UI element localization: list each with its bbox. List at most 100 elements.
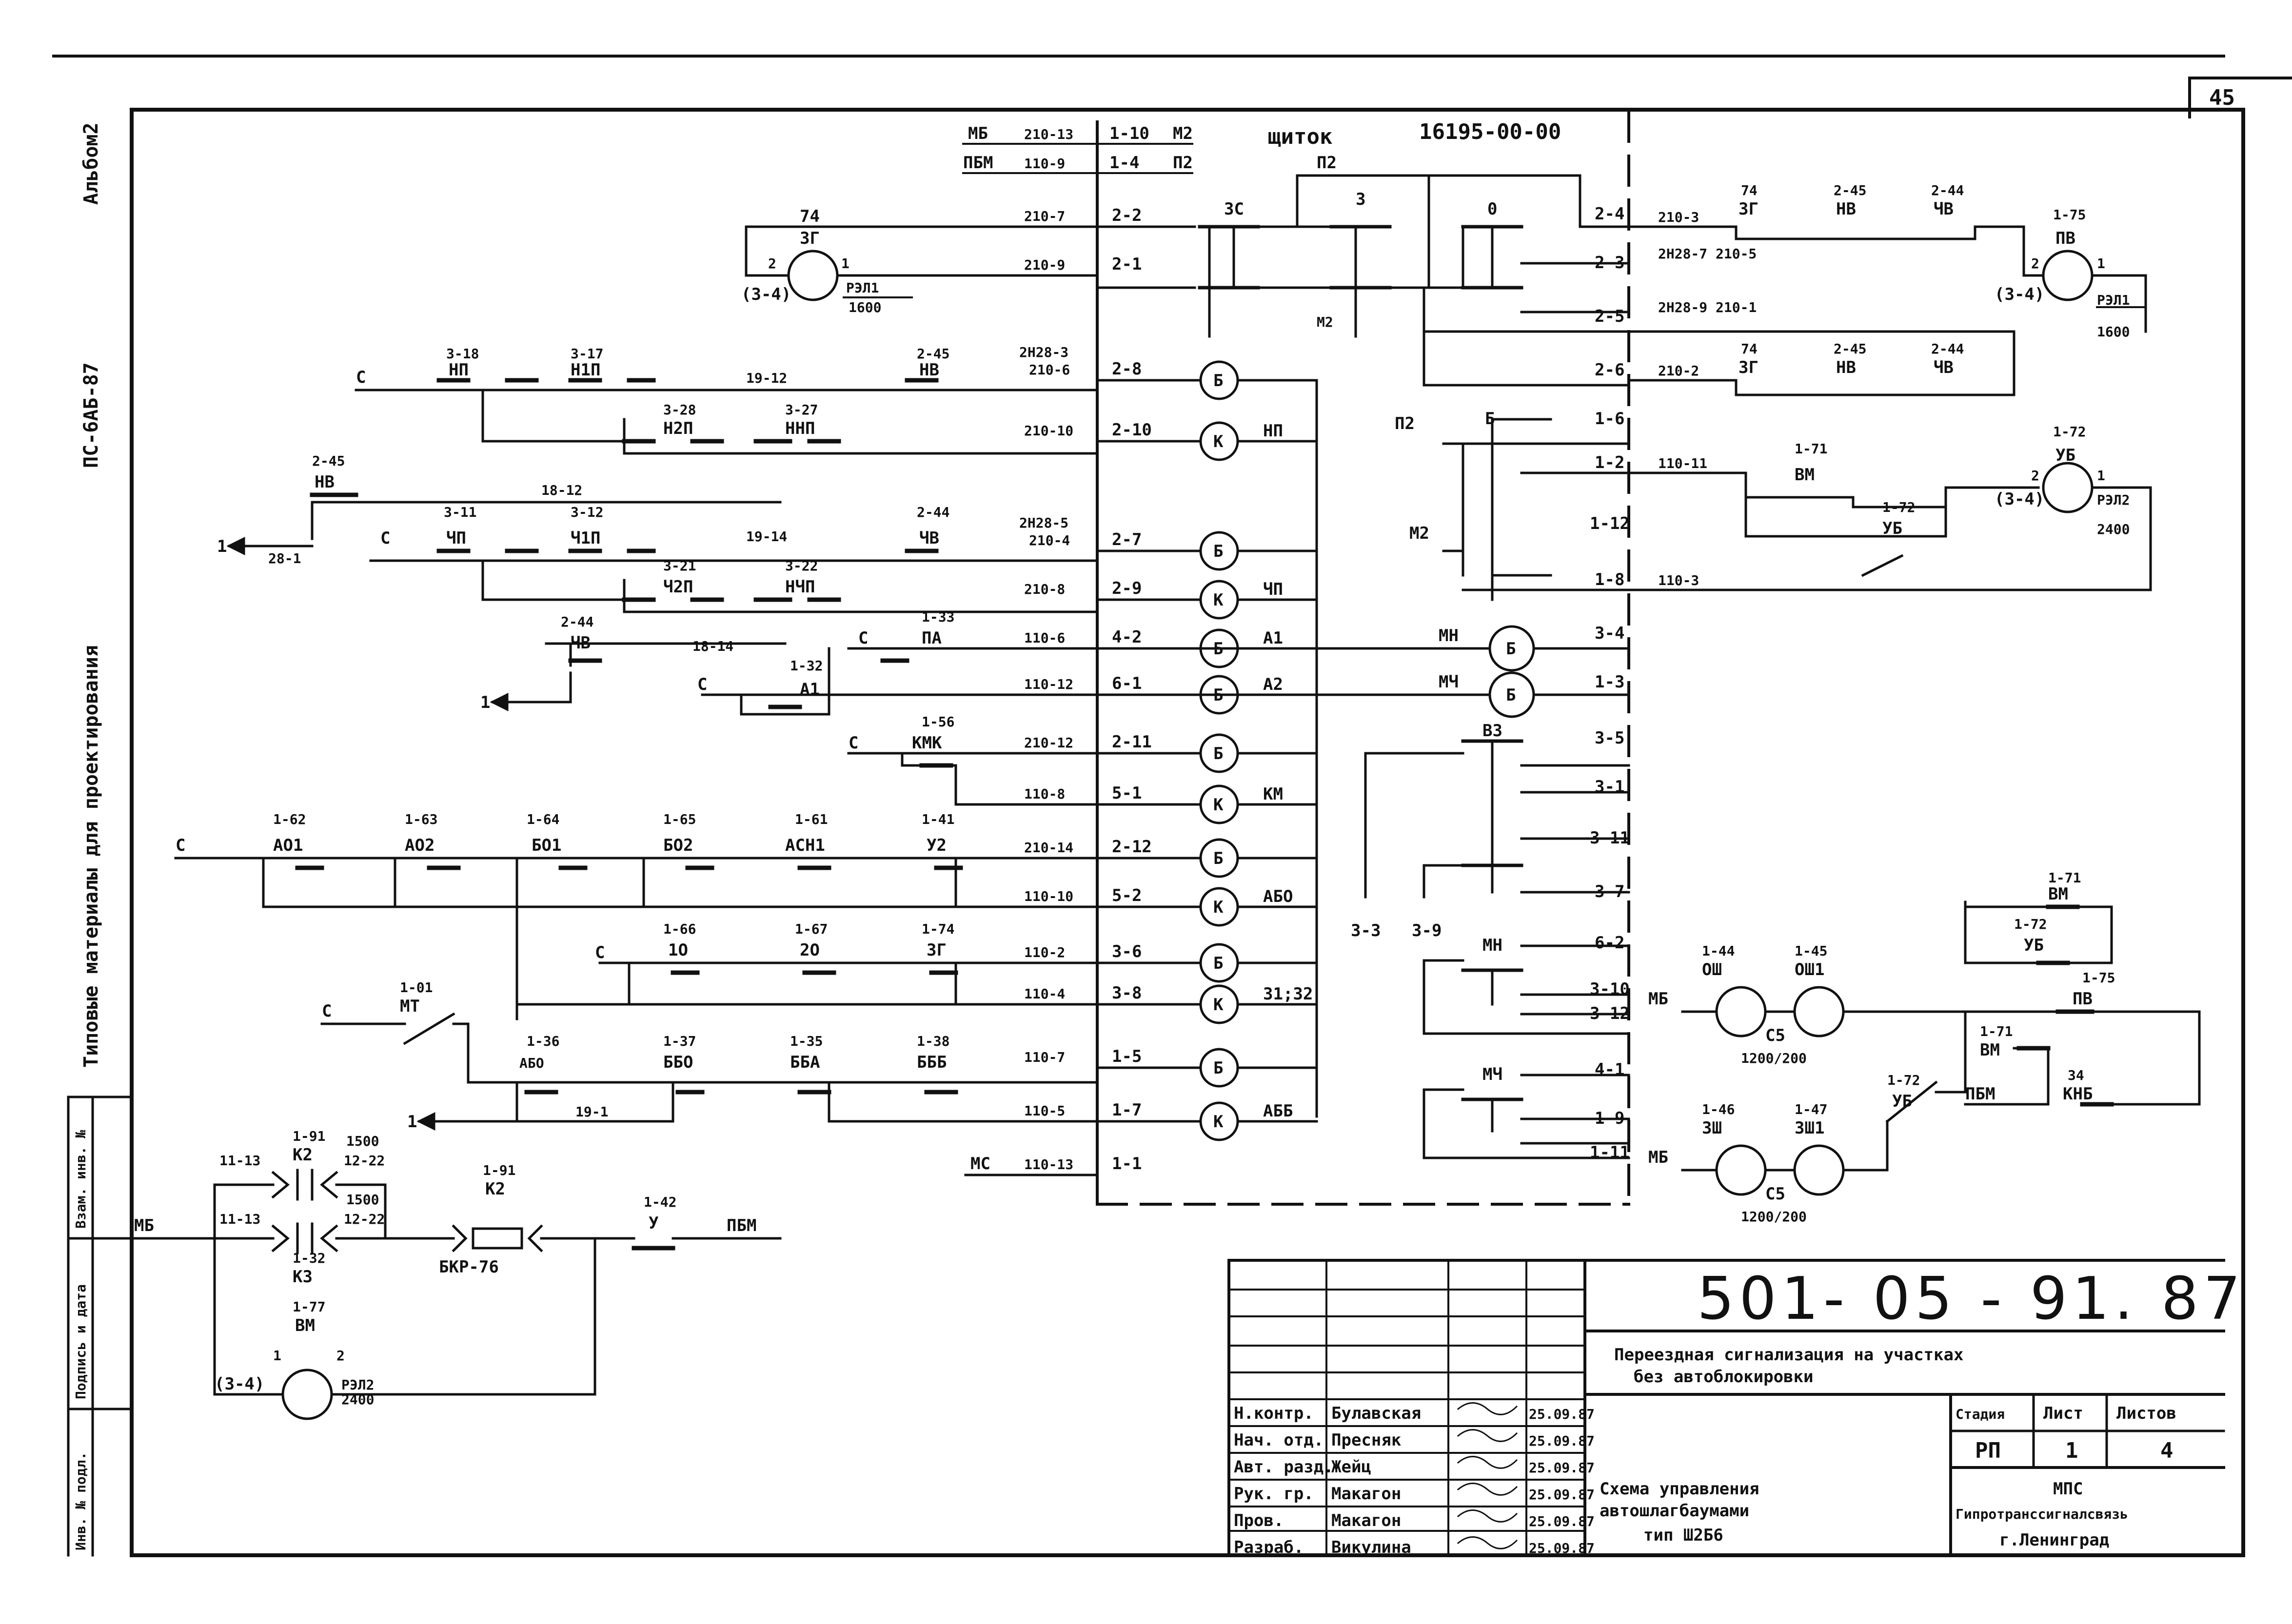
c-3-22: 3-22 xyxy=(785,558,818,574)
drawing-title-2: автошлагбаумами xyxy=(1600,1501,1749,1521)
c-nchp: НЧП xyxy=(785,577,815,597)
motor-3sh1: 3Ш1 xyxy=(1795,1118,1824,1138)
relay-1-75-pin1: 1 xyxy=(2097,255,2105,272)
right-lower-branch xyxy=(1364,739,1630,1159)
w-19-12: 19-12 xyxy=(746,370,787,386)
brake-bkr: БКР-76 xyxy=(439,1257,499,1277)
right-mid-labels: П2 Б М2 1-72 УБ 2 1 (3-4) РЭЛ2 2400 1-71… xyxy=(1395,409,2130,543)
c-3-21: 3-21 xyxy=(663,558,696,574)
panel-row-function: АБО xyxy=(1263,887,1293,906)
c-2-44a: 2-44 xyxy=(917,504,949,520)
panel-row-coil-glyph: К xyxy=(1213,432,1224,451)
arrow-digits: 1 1 1 xyxy=(217,537,490,1132)
arrow-left-3 xyxy=(416,1112,435,1131)
header-mb-dest: М2 xyxy=(1173,124,1193,143)
brake-1-91: 1-91 xyxy=(293,1128,325,1144)
panel-row-wire: 110-8 xyxy=(1024,786,1065,802)
buttons-top-labels: 3С 3 0 М2 xyxy=(1224,190,1497,330)
c-2-45a: 2-45 xyxy=(917,346,949,362)
motor-1-72: 1-72 xyxy=(2014,916,2047,932)
c-nva: НВ xyxy=(919,360,939,380)
term-1-12: 1-12 xyxy=(1590,514,1630,533)
brake-circuit xyxy=(130,1169,782,1420)
panel-row-wire: 210-12 xyxy=(1024,735,1073,751)
side-strip: Альбом2 ПС-6АБ-87 Типовые материалы для … xyxy=(67,122,133,1557)
side-code: ПС-6АБ-87 xyxy=(80,362,102,468)
relay-1-75-pin2: 2 xyxy=(2031,255,2039,272)
signature-date: 25.09.87 xyxy=(1529,1487,1595,1503)
signature-name: Жейц xyxy=(1331,1457,1371,1477)
brake-12-22a: 12-22 xyxy=(344,1153,385,1169)
relay-74-group xyxy=(745,225,1099,301)
term-1-9: 1-9 xyxy=(1595,1109,1624,1128)
src-c-5: С xyxy=(849,733,858,753)
panel-row-coil-glyph: К xyxy=(1213,795,1224,815)
c-a1: А1 xyxy=(800,680,820,699)
motor-osh1: ОШ1 xyxy=(1795,960,1824,979)
motor-block-contacts xyxy=(2016,904,2114,1107)
c-1-32: 1-32 xyxy=(790,658,823,674)
motor-osh1-coil xyxy=(1793,986,1845,1037)
panel-row-function: АББ xyxy=(1263,1101,1293,1121)
right-74b: 74 xyxy=(1741,341,1758,357)
wire-110-11: 110-11 xyxy=(1658,455,1707,471)
right-top-branch xyxy=(1423,225,2147,396)
right-2-44: 2-44 xyxy=(1931,182,1964,198)
signature-scribble xyxy=(1457,1429,1518,1442)
term-3-5: 3-5 xyxy=(1595,728,1624,748)
relay-74-coil xyxy=(787,250,839,301)
panel-code: 16195-00-00 xyxy=(1419,119,1561,144)
wire-210-2: 210-2 xyxy=(1658,363,1699,379)
panel-box xyxy=(1096,111,1630,1206)
relay-1-77-pin2: 2 xyxy=(336,1348,345,1364)
arrow-digit-1: 1 xyxy=(217,537,227,556)
relay-74-pin2: 2 xyxy=(768,255,776,272)
signature-name: Пресняк xyxy=(1331,1430,1401,1450)
bell-mn-label: МН xyxy=(1439,626,1459,646)
c-1-61: 1-61 xyxy=(795,811,828,827)
c-1-74: 1-74 xyxy=(922,921,954,937)
src-c-3: С xyxy=(858,628,868,648)
c-1-38: 1-38 xyxy=(917,1033,949,1049)
left-labels: С С С С С С С С 3-18 НП 3-17 Н1П 2-45 НВ… xyxy=(176,346,954,1120)
term-1-3: 1-3 xyxy=(1595,672,1624,692)
panel-row-coil-glyph: Б xyxy=(1213,1058,1223,1078)
org-1: МПС xyxy=(2053,1479,2083,1499)
signature-date: 25.09.87 xyxy=(1529,1433,1595,1449)
panel-row-terminal: 2-12 xyxy=(1112,837,1152,857)
title-block-text: 501- 05 - 91. 87 Переездная сигнализация… xyxy=(1600,1265,2240,1550)
relay-1-72-pin1: 1 xyxy=(2097,468,2105,484)
panel-row-coil-glyph: К xyxy=(1213,898,1224,917)
signature-date: 25.09.87 xyxy=(1529,1460,1595,1476)
relay-1-75-val: 1600 xyxy=(2097,324,2130,340)
panel-row-terminal: 1-5 xyxy=(1112,1047,1142,1066)
src-c-8: С xyxy=(322,1001,332,1021)
panel-row-coil-glyph: К xyxy=(1213,995,1224,1015)
term-2-4: 2-4 xyxy=(1595,204,1624,224)
panel-row-wire: 110-12 xyxy=(1024,676,1073,692)
relay-74-type: РЭЛ1 xyxy=(846,280,879,296)
relay-1-75-num: 1-75 xyxy=(2053,207,2086,223)
relay-74-name: 3Г xyxy=(800,229,820,248)
c-20: 2О xyxy=(800,940,820,960)
side-box-1: Взам. инв. № xyxy=(73,1130,89,1229)
relay-1-77-type: РЭЛ2 xyxy=(341,1377,374,1393)
c-n1p: Н1П xyxy=(571,360,600,380)
right-chv: ЧВ xyxy=(1934,199,1954,219)
motor-1-47: 1-47 xyxy=(1795,1101,1827,1117)
panel-row-wire: 210-10 xyxy=(1024,423,1073,439)
right-nvb: НВ xyxy=(1836,358,1856,377)
relay-1-75-pos: (3-4) xyxy=(1995,285,2044,304)
side-series: Типовые материалы для проектирования xyxy=(80,645,102,1068)
contact-1-71-name: ВМ xyxy=(1795,465,1815,485)
panel-row-wire-top: 2Н28-5 xyxy=(1019,515,1068,531)
right-mid-branch xyxy=(1442,418,2152,601)
header-mb: МБ xyxy=(968,124,988,143)
right-2-45b: 2-45 xyxy=(1834,341,1866,357)
c-nvb: НВ xyxy=(315,472,335,492)
panel-row-terminal: 5-1 xyxy=(1112,783,1142,803)
c-1-66: 1-66 xyxy=(663,921,696,937)
sheets-label: Листов xyxy=(2116,1404,2176,1423)
panel-row-coil-glyph: Б xyxy=(1213,849,1223,868)
